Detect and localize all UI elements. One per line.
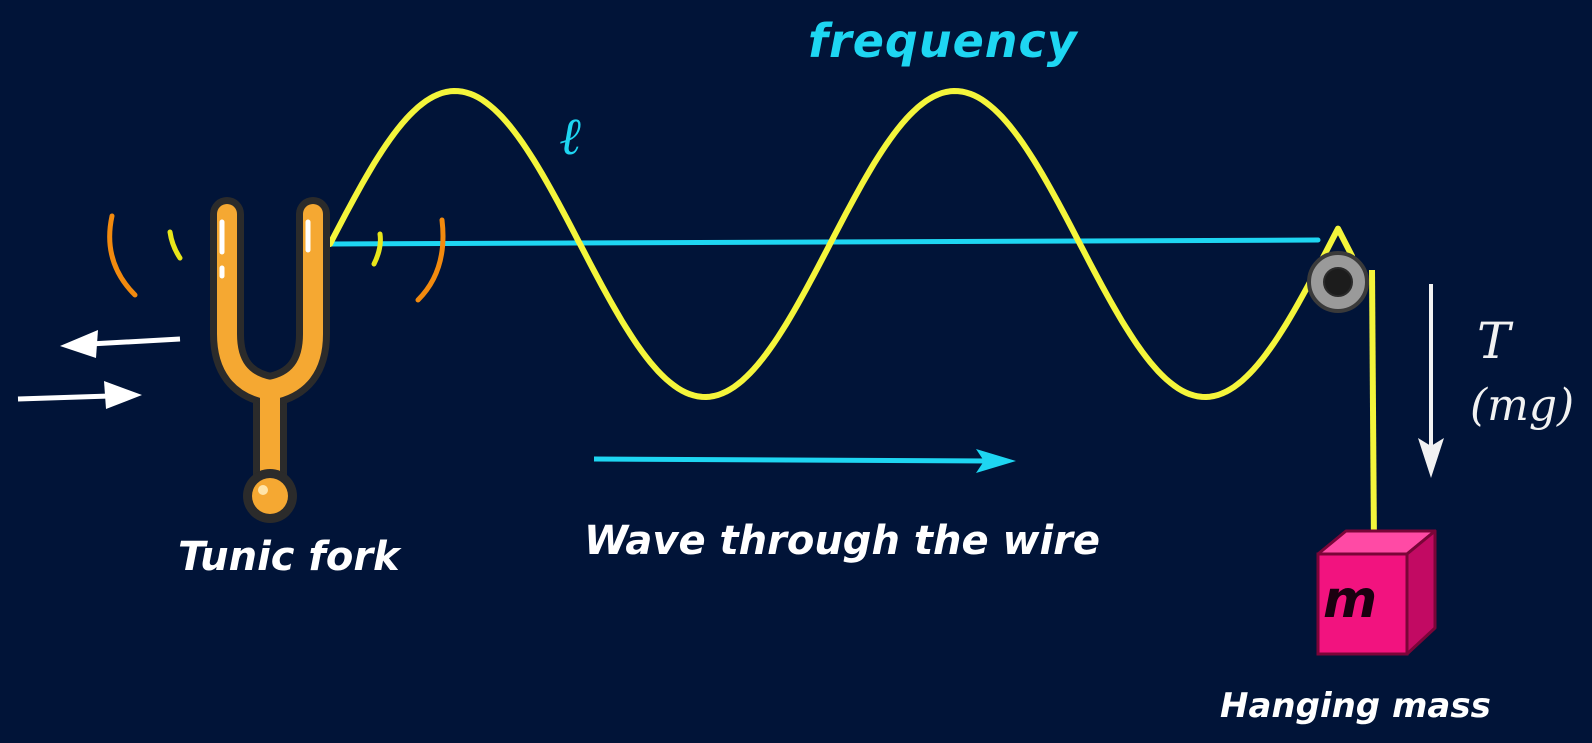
tuning-fork-label: Tunic fork — [178, 534, 400, 580]
oscillation-arrows — [17, 330, 181, 409]
mass-block-icon — [1316, 529, 1437, 656]
wire-line — [327, 237, 1321, 247]
tuning-fork-icon — [210, 197, 330, 523]
wave-direction-arrow — [593, 449, 1016, 473]
hanging-mass-label: Hanging mass — [1220, 686, 1491, 726]
wave-curve — [327, 88, 1355, 400]
wave-label: Wave through the wire — [584, 518, 1101, 564]
hanging-string — [1369, 269, 1377, 549]
tension-label: T — [1477, 312, 1511, 370]
tension-formula-label: (mg) — [1470, 380, 1575, 431]
mass-symbol-label: m — [1323, 570, 1378, 630]
tension-arrow — [1418, 284, 1444, 478]
length-label: ℓ — [560, 106, 583, 167]
vibration-marks — [107, 213, 446, 303]
frequency-label: frequency — [808, 14, 1078, 68]
pulley-icon — [1307, 251, 1369, 313]
